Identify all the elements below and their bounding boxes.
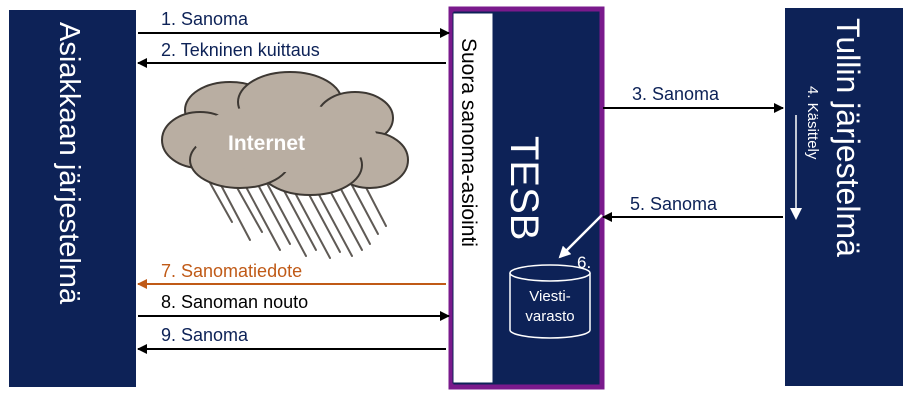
customs-system-label: Tullin järjestelmä — [830, 18, 866, 257]
tesb-label: TESB — [502, 136, 546, 240]
internet-label: Internet — [228, 132, 305, 155]
direct-messaging-label: Suora sanoma-asiointi — [457, 38, 480, 247]
internet-cloud: Internet — [161, 71, 409, 259]
flow-8-fetch-message: 8. Sanoman nouto — [138, 292, 450, 321]
flow-1-label: 1. Sanoma — [161, 9, 249, 29]
flow-8-label: 8. Sanoman nouto — [161, 292, 308, 312]
flow-2-technical-ack: 2. Tekninen kuittaus — [137, 40, 446, 68]
flow-7-label: 7. Sanomatiedote — [161, 261, 302, 281]
flow-2-label: 2. Tekninen kuittaus — [161, 40, 320, 60]
message-storage-cylinder: Viesti- varasto — [509, 264, 591, 339]
storage-label-line-1: Viesti- — [529, 288, 570, 305]
processing-step-label: 4. Käsittely — [804, 86, 821, 160]
customer-system-label: Asiakkaan järjestelmä — [53, 22, 85, 305]
customer-system-box: Asiakkaan järjestelmä — [9, 10, 136, 387]
flow-9-label: 9. Sanoma — [161, 325, 249, 345]
flow-3-forward-message: 3. Sanoma — [603, 84, 784, 113]
flow-5-label: 5. Sanoma — [630, 194, 718, 214]
customs-system-box: Tullin järjestelmä 4. Käsittely — [785, 8, 903, 386]
flow-3-label: 3. Sanoma — [632, 84, 720, 104]
flow-7-notification: 7. Sanomatiedote — [137, 261, 446, 289]
tesb-box: Suora sanoma-asiointi TESB 6. Viesti- va… — [448, 6, 605, 390]
storage-label-line-2: varasto — [525, 308, 574, 325]
flow-5-response-message: 5. Sanoma — [602, 194, 783, 222]
flow-1-send-message: 1. Sanoma — [138, 9, 450, 38]
flow-9-deliver-message: 9. Sanoma — [137, 325, 446, 354]
